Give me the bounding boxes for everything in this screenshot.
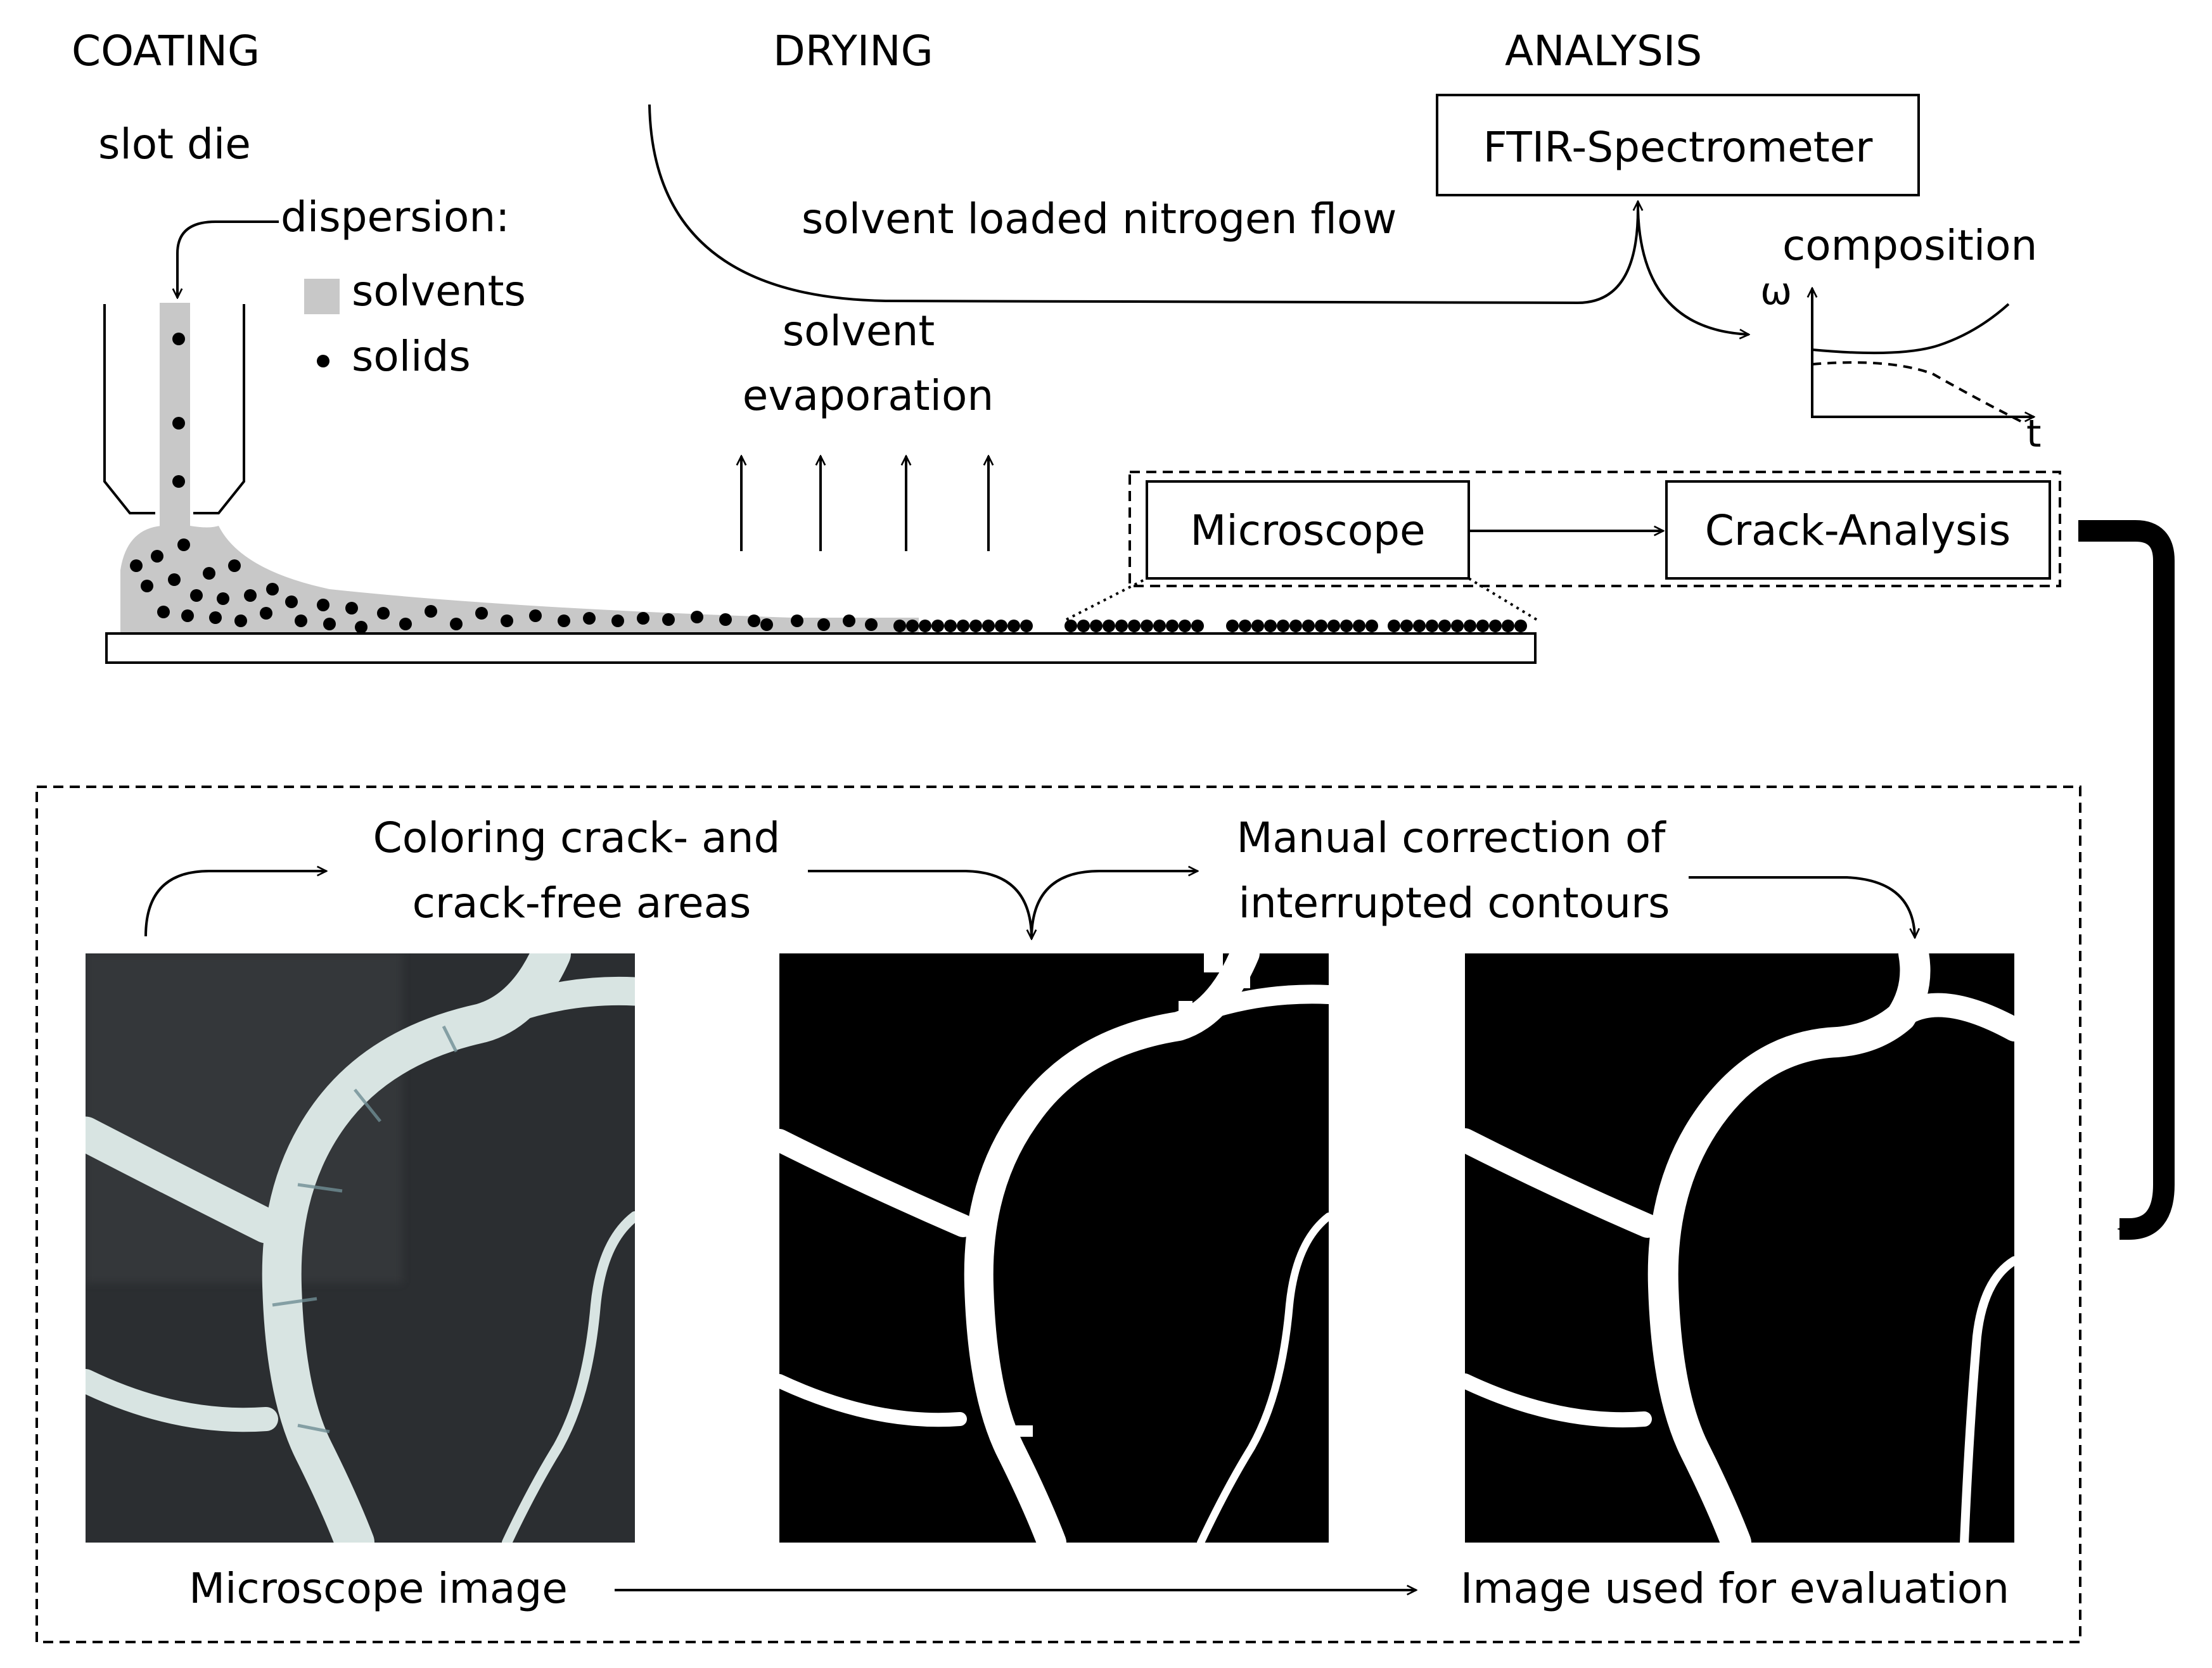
slot-die: [103, 304, 245, 514]
plot-x-symbol: t: [2026, 412, 2042, 456]
step2-arrow-out: [1689, 876, 1915, 938]
evaporation-label-line2: evaporation: [743, 371, 994, 420]
input-image-caption: Microscope image: [189, 1564, 568, 1613]
solids-legend-label: solids: [352, 332, 471, 381]
nitrogen-flow-line: [648, 104, 1638, 305]
zoom-line-right: [1467, 577, 1538, 621]
thresholded-image: [779, 953, 1329, 1543]
slot-die-label: slot die: [98, 120, 251, 169]
dried-solids: [893, 620, 1527, 632]
heading-coating: COATING: [72, 27, 260, 75]
microscope-analysis-group: [1128, 471, 2061, 587]
composition-label: composition: [1782, 221, 2037, 270]
solvents-legend-label: solvents: [352, 267, 526, 315]
output-image-caption: Image used for evaluation: [1461, 1564, 2009, 1613]
nitrogen-flow-label: solvent loaded nitrogen flow: [802, 194, 1397, 243]
substrate: [105, 632, 1537, 664]
step1-arrow-out: [808, 870, 1032, 939]
step1-arrow-in: [144, 871, 326, 937]
ftir-spectrometer-box: [1436, 94, 1920, 196]
solvent-curve-solid: [1812, 303, 2010, 355]
heading-analysis: ANALYSIS: [1505, 27, 1702, 75]
composition-plot: ω t: [1760, 269, 2042, 456]
crack-analysis-box: [1665, 480, 2051, 580]
channel-solids: [172, 333, 185, 488]
evaporation-arrows: [741, 456, 988, 551]
ftir-spectrometer-label: FTIR-Spectrometer: [1483, 123, 1874, 172]
analysis-to-processing-arrow: [2078, 520, 2175, 1240]
solids-legend-dot: [317, 355, 329, 367]
microscope-label: Microscope: [1190, 506, 1425, 555]
film-solids: [130, 538, 878, 633]
evaporation-label-line1: solvent: [783, 307, 935, 355]
step1-label-line2: crack-free areas: [412, 879, 751, 927]
step1-label-line1: Coloring crack- and: [373, 813, 781, 862]
plot-y-symbol: ω: [1760, 269, 1792, 314]
corrected-image: [1465, 953, 2014, 1543]
composition-arrow: [1637, 208, 1749, 334]
heading-drying: DRYING: [773, 27, 933, 75]
solvent-curve-dashed: [1812, 361, 2025, 424]
dispersion-arrow: [177, 220, 279, 298]
microscope-image: [86, 953, 635, 1543]
solvents-legend-swatch: [304, 279, 340, 314]
processing-group: [35, 786, 2081, 1643]
dispersion-label: dispersion:: [281, 193, 509, 241]
step2-label-line1: Manual correction of: [1236, 813, 1666, 862]
step2-label-line2: interrupted contours: [1239, 879, 1670, 927]
microscope-box: [1146, 480, 1470, 580]
crack-analysis-label: Crack-Analysis: [1705, 506, 2011, 555]
zoom-line-left: [1066, 577, 1148, 621]
step2-arrow-in: [1030, 871, 1198, 939]
